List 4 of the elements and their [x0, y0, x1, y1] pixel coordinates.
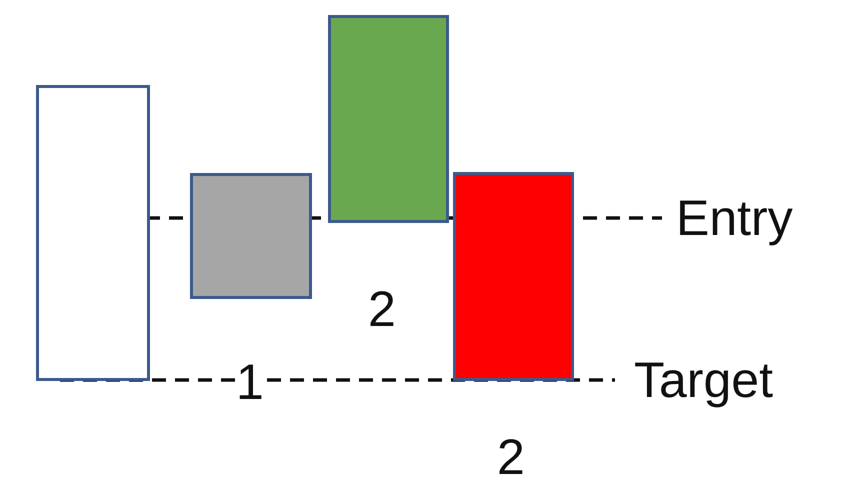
block	[328, 15, 449, 223]
block	[453, 172, 574, 381]
block	[190, 173, 312, 299]
bar	[36, 85, 150, 381]
